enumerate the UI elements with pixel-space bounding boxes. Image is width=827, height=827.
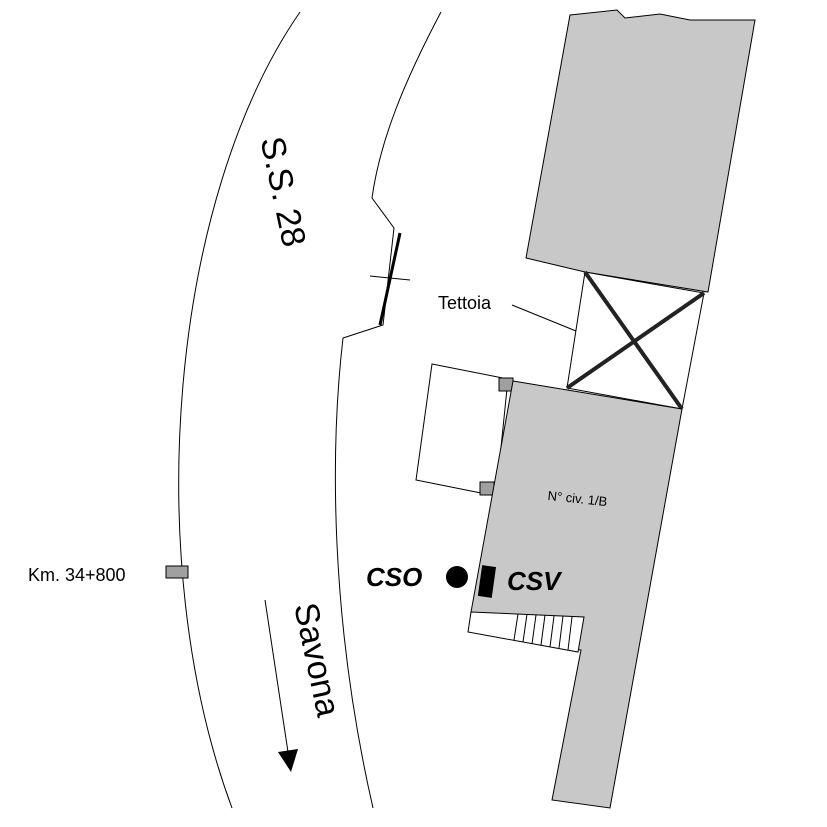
road-gate-line <box>378 232 402 326</box>
shelter-label: Tettoia <box>438 293 492 313</box>
annex-post-top <box>498 377 514 392</box>
staircase <box>467 611 585 653</box>
csv-label: CSV <box>507 566 563 596</box>
shelter-leader-line <box>511 304 577 332</box>
annex-building <box>415 363 509 497</box>
direction-label: Savona <box>286 599 347 720</box>
building-main <box>469 380 683 809</box>
road-gate-tick <box>369 275 411 281</box>
cso-marker-dot <box>446 566 468 588</box>
cso-label: CSO <box>366 562 422 592</box>
annex-post-bottom <box>479 481 495 496</box>
kilometer-label: Km. 34+800 <box>28 565 126 585</box>
building-north <box>525 9 756 293</box>
km-marker <box>165 565 189 579</box>
civic-number-label: N° civ. 1/B <box>547 488 608 509</box>
shelter-cross-2 <box>565 291 706 390</box>
road-inner-edge <box>334 11 442 809</box>
direction-arrow-shaft <box>264 599 289 753</box>
direction-arrow-head <box>278 749 298 772</box>
road-label: S.S. 28 <box>253 133 313 250</box>
road-outer-edge <box>178 11 301 809</box>
stair-steps <box>513 613 573 651</box>
csv-marker-block <box>477 565 497 598</box>
